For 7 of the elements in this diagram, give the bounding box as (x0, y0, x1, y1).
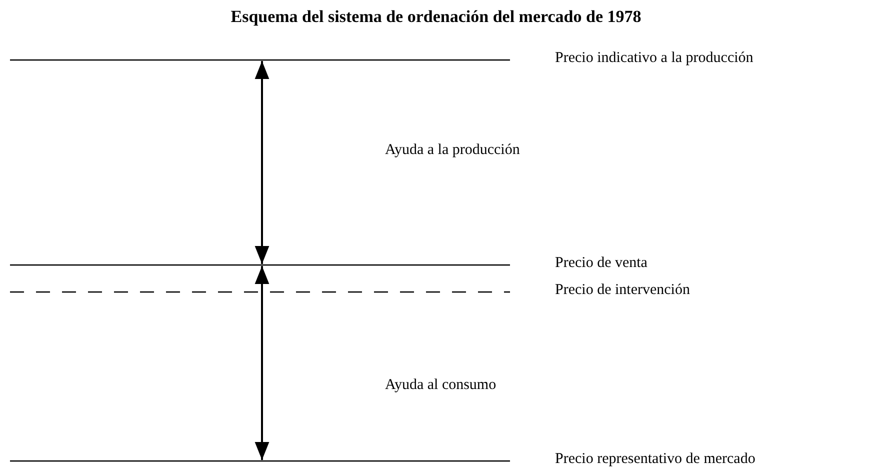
diagram-title: Esquema del sistema de ordenación del mercado de 1978 (230, 6, 642, 28)
price-level-label: Precio de venta (555, 254, 648, 272)
price-level-label: Precio indicativo a la producción (555, 49, 754, 67)
price-level-label: Precio de intervención (555, 281, 690, 299)
aid-label: Ayuda al consumo (385, 376, 496, 394)
price-level-label: Precio representativo de mercado (555, 450, 756, 468)
aid-label: Ayuda a la producción (385, 141, 520, 159)
